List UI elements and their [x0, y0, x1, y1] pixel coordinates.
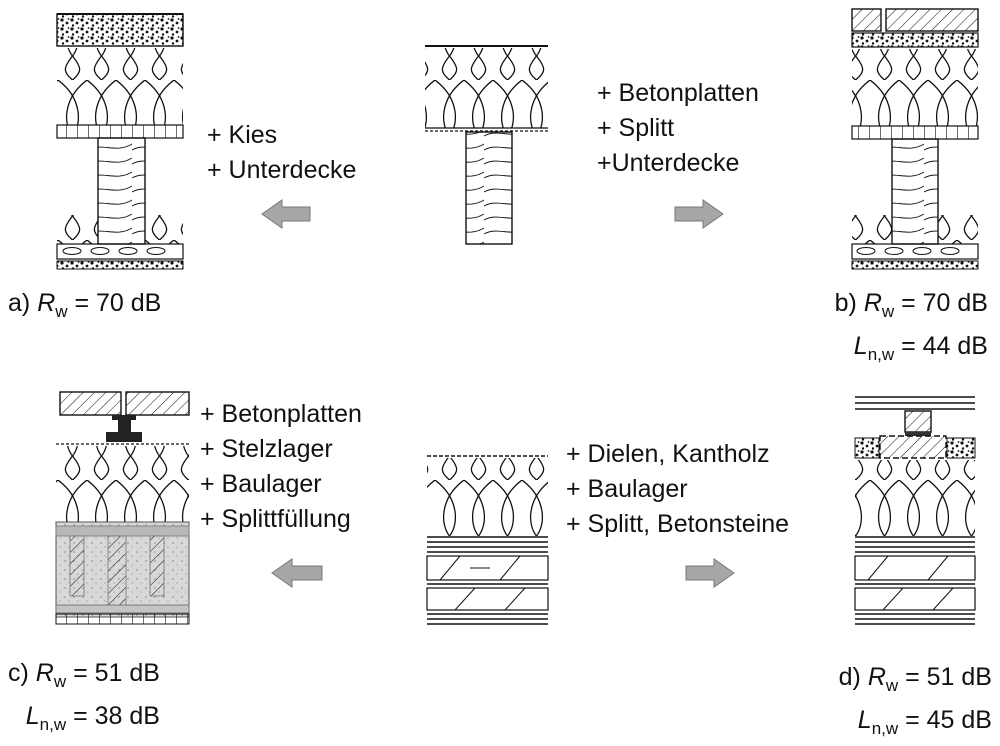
arrow-right-bottom [685, 558, 735, 588]
symbol-l: L [853, 332, 868, 360]
arrow-left-top [261, 199, 311, 229]
symbol-l: L [857, 706, 872, 734]
value: = 45 dB [905, 706, 992, 734]
annotation-c: + Betonplatten + Stelzlager + Baulager +… [200, 397, 362, 537]
section-b [851, 8, 979, 270]
annotation-line: + Betonplatten [200, 400, 362, 428]
subscript: w [53, 672, 67, 691]
arrow-left-bottom [271, 558, 323, 588]
annotation-b: + Betonplatten + Splitt +Unterdecke [597, 76, 759, 181]
caption-d: d) Rw = 51 dB Ln,w = 45 dB [839, 660, 992, 746]
value: = 70 dB [74, 289, 162, 317]
symbol-r: R [37, 289, 56, 317]
section-c [55, 391, 190, 625]
symbol-r: R [867, 663, 886, 691]
annotation-line: + Baulager [566, 475, 688, 503]
value: = 44 dB [901, 332, 988, 360]
annotation-line: +Unterdecke [597, 149, 740, 177]
symbol-r: R [863, 289, 882, 317]
subscript: w [55, 302, 68, 321]
subscript: n,w [39, 715, 67, 734]
subscript: n,w [871, 719, 899, 738]
annotation-line: + Betonplatten [597, 79, 759, 107]
annotation-d: + Dielen, Kantholz + Baulager + Splitt, … [566, 437, 789, 542]
annotation-line: + Splittfüllung [200, 505, 351, 533]
caption-letter: a) [8, 289, 31, 317]
section-d [854, 396, 976, 625]
annotation-line: + Kies [207, 121, 278, 149]
symbol-l: L [25, 702, 40, 730]
annotation-line: + Stelzlager [200, 435, 333, 463]
subscript: w [885, 676, 899, 695]
caption-letter: d) [838, 663, 861, 691]
caption-b: b) Rw = 70 dB Ln,w = 44 dB [835, 286, 988, 372]
annotation-line: + Unterdecke [207, 156, 357, 184]
value: = 51 dB [905, 663, 992, 691]
caption-c: c) Rw = 51 dB Ln,w = 38 dB [8, 656, 160, 742]
arrow-right-top [674, 199, 724, 229]
annotation-a: + Kies + Unterdecke [207, 118, 356, 188]
annotation-line: + Splitt [597, 114, 675, 142]
annotation-line: + Baulager [200, 470, 322, 498]
symbol-r: R [35, 659, 54, 687]
annotation-line: + Dielen, Kantholz [566, 440, 770, 468]
section-a [56, 13, 184, 270]
value: = 38 dB [73, 702, 160, 730]
subscript: n,w [867, 345, 895, 364]
caption-letter: c) [8, 659, 29, 687]
annotation-line: + Splitt, Betonsteine [566, 510, 790, 538]
caption-letter: b) [834, 289, 857, 317]
subscript: w [881, 302, 895, 321]
caption-a: a) Rw = 70 dB [8, 286, 161, 329]
base-section-bottom [426, 455, 549, 625]
value: = 51 dB [73, 659, 160, 687]
value: = 70 dB [901, 289, 988, 317]
base-section-top [425, 45, 548, 245]
